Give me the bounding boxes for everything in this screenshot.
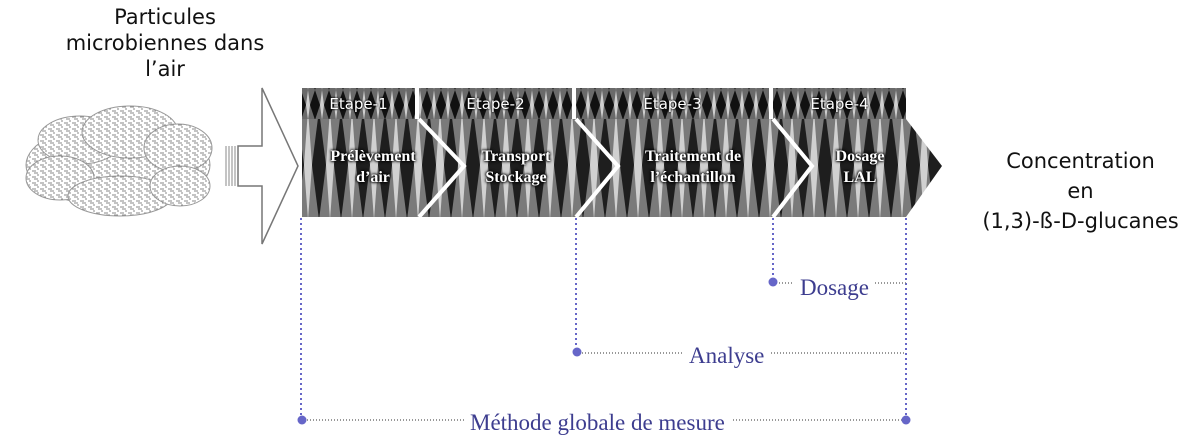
particle-cloud: [25, 105, 213, 217]
output-label-line: en: [1067, 179, 1094, 203]
scope-dot-dosage: [768, 277, 778, 287]
scope-label-global: Méthode globale de mesure: [464, 410, 731, 436]
inflow-arrow: [225, 87, 299, 245]
step-tab-1-bg: [302, 88, 415, 119]
source-label-line: l’air: [145, 57, 185, 81]
process-arrow: [302, 117, 942, 219]
output-label: Concentration en (1,3)-ß-D-glucanes: [962, 146, 1199, 236]
scope-dot-global-right: [901, 415, 911, 425]
stage-label-line: Transport: [481, 148, 551, 165]
scope-label-dosage: Dosage: [794, 275, 875, 301]
step-tab-1: Etape-1: [329, 95, 388, 113]
stage-label-line: d’air: [356, 169, 390, 186]
step-tab-4: Etape-4: [810, 95, 869, 113]
stage-label-lal: Dosage LAL: [808, 146, 912, 188]
stage-label-treatment: Traitement de l’échantillon: [608, 146, 778, 188]
step-tab-2: Etape-2: [466, 95, 525, 113]
stage-label-line: Traitement de: [644, 148, 742, 165]
stage-divider-2: [574, 117, 621, 219]
scope-label-analyse: Analyse: [683, 343, 771, 369]
step-tab-2-bg: [419, 88, 572, 119]
source-label-line: microbiennes dans: [65, 31, 265, 55]
stage-label-line: LAL: [843, 169, 877, 186]
stage-label-transport: Transport Stockage: [454, 146, 578, 188]
step-tab-3: Etape-3: [643, 95, 702, 113]
output-label-line: (1,3)-ß-D-glucanes: [982, 209, 1179, 233]
scope-lines: [300, 218, 907, 420]
step-tab-3-bg: [576, 88, 769, 119]
scope-dot-global-left: [297, 415, 307, 425]
stage-label-line: Dosage: [835, 148, 885, 165]
process-arrow-body: [302, 119, 942, 217]
stage-label-line: Prélèvement: [330, 148, 416, 165]
scope-dot-analyse: [572, 347, 582, 357]
stage-label-line: l’échantillon: [650, 169, 736, 186]
source-label: Particules microbiennes dans l’air: [40, 4, 290, 82]
output-label-line: Concentration: [1006, 149, 1155, 173]
stage-label-sampling: Prélèvement d’air: [302, 146, 444, 188]
stage-divider-1: [417, 117, 467, 219]
source-label-line: Particules: [114, 5, 216, 29]
scope-dots: [297, 277, 911, 425]
stage-label-line: Stockage: [485, 169, 547, 186]
scope-hlines: [301, 282, 906, 421]
step-tabs: [302, 88, 906, 119]
stage-divider-3: [771, 117, 815, 219]
step-tab-4-bg: [773, 88, 906, 119]
